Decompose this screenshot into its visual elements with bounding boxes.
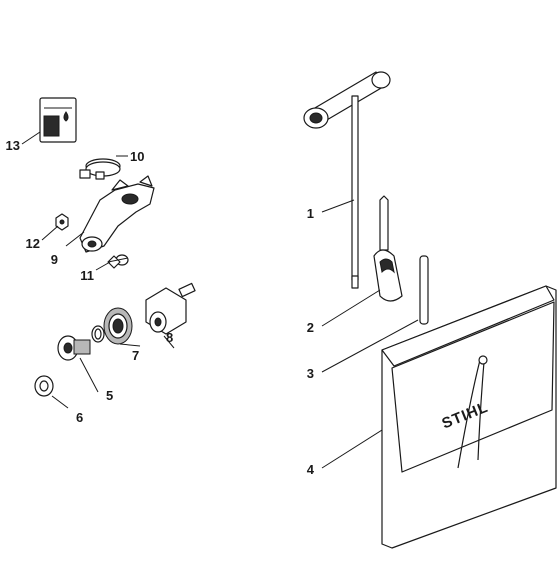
callout-11: 11 (80, 268, 94, 283)
callout-6: 6 (76, 410, 83, 425)
part-1-wrench (303, 71, 391, 289)
part-3-rod (419, 255, 429, 325)
callout-9: 9 (51, 252, 58, 267)
callout-12: 12 (26, 236, 40, 251)
part-13-decal (39, 97, 77, 143)
callout-labels: 1 2 3 4 5 6 7 8 9 10 11 12 13 (6, 138, 315, 477)
callout-13: 13 (6, 138, 20, 153)
callout-7: 7 (132, 348, 139, 363)
callout-1: 1 (307, 206, 314, 221)
part-9-handle-support (79, 175, 155, 253)
part-5-plug (57, 335, 91, 361)
callout-8: 8 (166, 330, 173, 345)
part-2-screwdriver (373, 195, 403, 302)
callout-10: 10 (130, 149, 144, 164)
part-6-washer (34, 375, 54, 397)
part-12-nut (55, 213, 69, 231)
callout-2: 2 (307, 320, 314, 335)
callout-4: 4 (307, 462, 315, 477)
callout-5: 5 (106, 388, 113, 403)
part-7-o-ring (91, 325, 105, 343)
part-8-coupling (103, 282, 196, 345)
callout-3: 3 (307, 366, 314, 381)
part-11-screw (107, 254, 129, 269)
part-10-clamp (79, 158, 121, 180)
part-4-pouch: STIHL (381, 285, 557, 549)
leader-lines (21, 131, 419, 469)
